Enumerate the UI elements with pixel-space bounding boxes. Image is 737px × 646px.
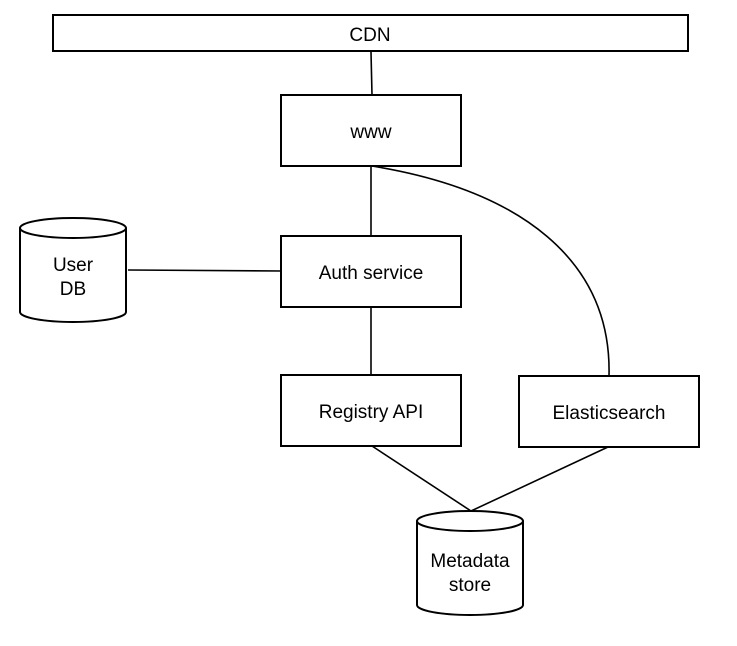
edge-elasticsearch-metadata-store [470, 446, 609, 512]
registry-api-label: Registry API [319, 402, 424, 423]
edges [127, 51, 610, 512]
auth-service-label: Auth service [319, 263, 424, 284]
elasticsearch-node: Elasticsearch [518, 375, 700, 448]
www-label: www [349, 122, 391, 143]
metadata-store-label-line-1: Metadata [430, 551, 510, 572]
user-db-cylinder-top [19, 217, 127, 239]
user-db-node: User DB [19, 217, 127, 323]
metadata-store-label-line-2: store [449, 575, 491, 596]
cdn-label: CDN [349, 25, 390, 46]
metadata-store-node: Metadata store [416, 510, 524, 616]
www-node: www [280, 94, 462, 167]
edge-user-db-auth-service [127, 269, 283, 272]
user-db-cylinder-body [19, 228, 127, 323]
edge-registry-api-metadata-store [371, 445, 472, 512]
auth-service-node: Auth service [280, 235, 462, 308]
edge-cdn-www [370, 51, 373, 96]
user-db-label-line-2: DB [60, 279, 86, 300]
edge-www-elasticsearch [371, 165, 610, 377]
user-db-label-line-1: User [53, 255, 94, 276]
metadata-store-cylinder-top [416, 510, 524, 532]
elasticsearch-label: Elasticsearch [553, 403, 666, 424]
metadata-store-cylinder-body [416, 521, 524, 616]
registry-api-node: Registry API [280, 374, 462, 447]
cdn-node: CDN [52, 14, 689, 52]
